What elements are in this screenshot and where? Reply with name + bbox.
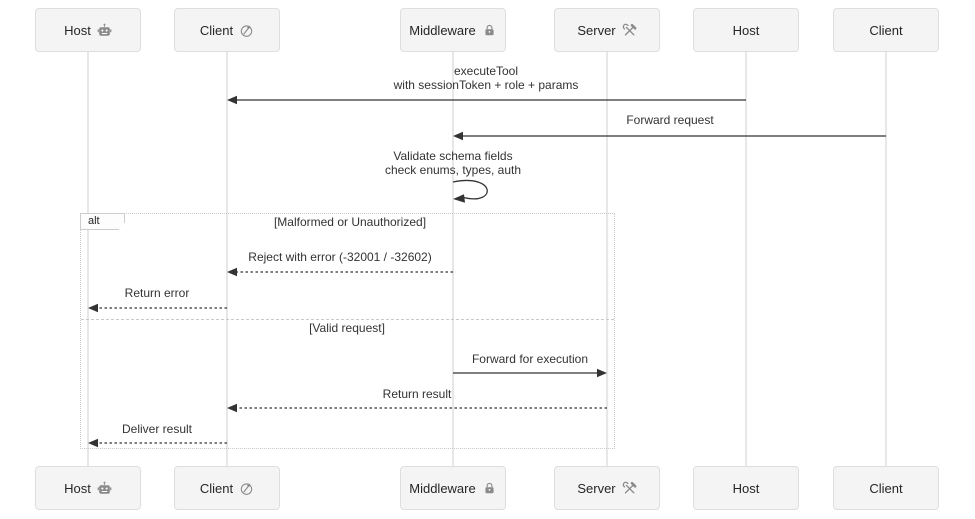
participant-label: Client [199, 22, 234, 38]
participant-client-1-bottom: Client [174, 466, 280, 510]
message-arrow-forward-request [453, 131, 886, 141]
participant-label: Server [577, 480, 616, 496]
lock-icon [485, 24, 494, 35]
participant-label: Client [869, 480, 903, 496]
message-label-return-result: Return result [382, 387, 452, 401]
participant-label: Host [64, 480, 91, 496]
message-label-validate: Validate schema fields check enums, type… [385, 149, 521, 177]
alt-condition-valid: [Valid request] [309, 321, 385, 335]
message-label-line: check enums, types, auth [384, 163, 522, 177]
alt-frame [80, 213, 615, 449]
participant-label: Host [64, 22, 91, 38]
message-label-reject: Reject with error (-32001 / -32602) [248, 250, 432, 264]
message-arrow-deliver-result [88, 438, 227, 448]
message-arrow-reject [227, 267, 453, 277]
participant-host-1-top: Host [35, 8, 141, 52]
message-label-forward-request: Forward request [626, 113, 714, 127]
message-label-deliver-result: Deliver result [121, 422, 193, 436]
message-arrow-validate-self-loop [452, 179, 488, 203]
participant-client-1-top: Client [174, 8, 280, 52]
message-label-line: executeTool [453, 64, 519, 78]
participant-middleware-top: Middleware [400, 8, 506, 52]
lock-icon [485, 482, 494, 493]
participant-client-2-top: Client [833, 8, 939, 52]
compass-icon [240, 482, 253, 495]
message-arrow-return-error [88, 303, 227, 313]
tools-icon [622, 481, 637, 493]
alt-condition-malformed: [Malformed or Unauthorized] [273, 215, 427, 229]
compass-icon [240, 24, 253, 37]
tools-icon [622, 23, 637, 35]
robot-icon [97, 23, 112, 36]
participant-label: Client [199, 480, 234, 496]
participant-label: Middleware [409, 22, 476, 38]
participant-label: Client [869, 22, 903, 38]
alt-frame-divider [81, 319, 614, 320]
participant-host-2-bottom: Host [693, 466, 799, 510]
participant-label: Host [732, 480, 760, 496]
message-label-return-error: Return error [124, 286, 190, 300]
message-label-line: Validate schema fields [393, 149, 513, 163]
message-label-execute-tool: executeTool with sessionToken + role + p… [394, 64, 579, 92]
participant-label: Middleware [409, 480, 476, 496]
message-arrow-forward-execution [453, 368, 607, 378]
message-label-line: with sessionToken + role + params [393, 78, 579, 92]
participant-middleware-bottom: Middleware [400, 466, 506, 510]
participant-server-bottom: Server [554, 466, 660, 510]
message-label-forward-execution: Forward for execution [471, 352, 589, 366]
lifelines [87, 52, 887, 466]
message-arrow-return-result [227, 403, 607, 413]
participant-host-1-bottom: Host [35, 466, 141, 510]
alt-frame-label: alt [80, 213, 125, 230]
participant-client-2-bottom: Client [833, 466, 939, 510]
message-arrow-execute-tool [227, 95, 746, 105]
participant-server-top: Server [554, 8, 660, 52]
participant-label: Host [732, 22, 760, 38]
robot-icon [97, 481, 112, 494]
participant-label: Server [577, 22, 616, 38]
participant-host-2-top: Host [693, 8, 799, 52]
